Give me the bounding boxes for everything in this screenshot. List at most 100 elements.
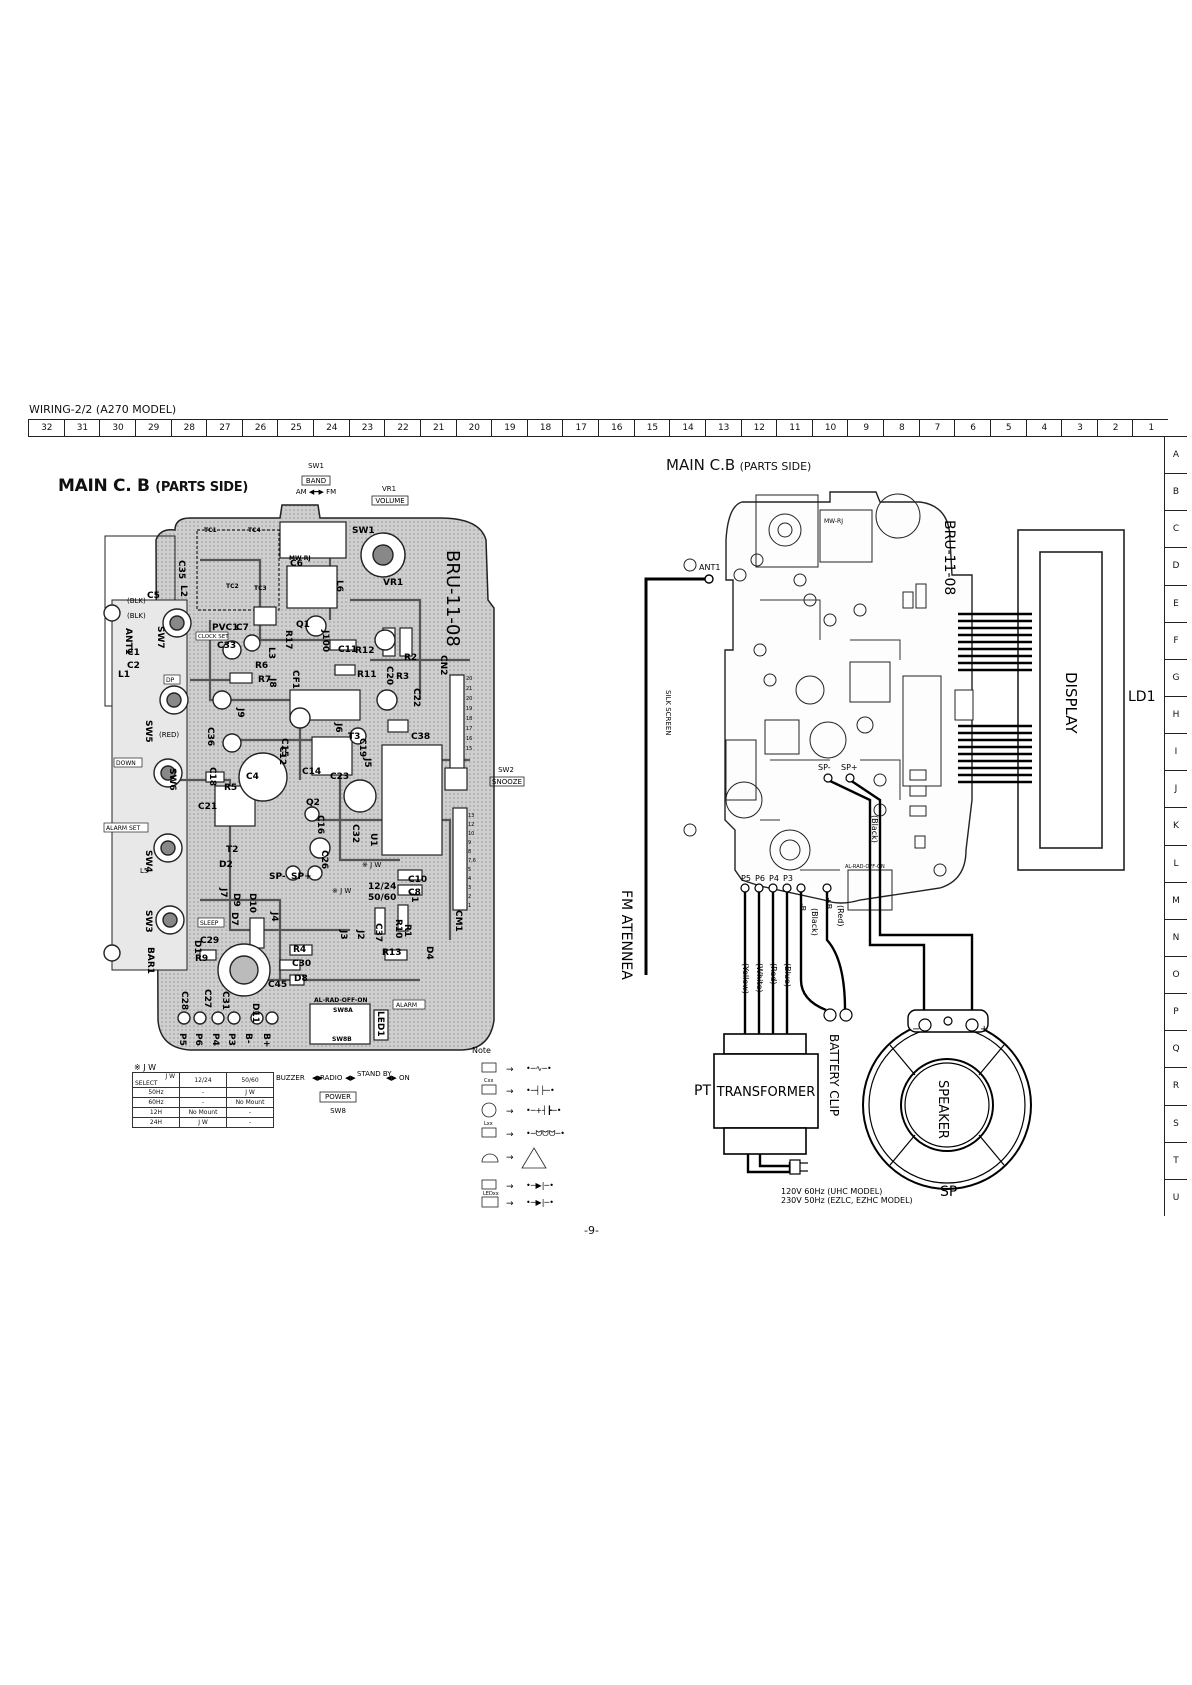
component-label: TC2 [226,583,239,590]
cm1-pin: 12 [468,822,474,828]
row-ruler-cell: I [1165,733,1187,771]
column-ruler-cell: 11 [776,420,813,436]
component-label: R12 [355,646,374,656]
column-ruler-cell: 1 [1132,420,1169,436]
legend-diode-box [481,1179,497,1190]
component-label: D9 [231,893,241,907]
table-cell: J W [179,1117,227,1128]
column-ruler-cell: 31 [63,420,101,436]
component-label: 12/24 [368,882,396,892]
battery-wire-black [799,892,827,1012]
alarm-set-label: ALARM SET [106,825,141,832]
column-ruler-cell: 20 [455,420,493,436]
resistor-icon: •─∿─• [526,1064,552,1073]
clock-set-box [195,631,229,641]
row-ruler-cell: G [1165,658,1187,697]
table-row: 24H J W - [132,1117,274,1128]
cm1-pin: 9 [468,840,471,846]
column-ruler-cell: 12 [740,420,778,436]
column-ruler-cell: 3 [1061,420,1098,436]
ld1-label: LD1 [1128,689,1156,705]
row-ruler-cell: U [1165,1178,1187,1217]
sw2-box [489,776,525,787]
row-ruler-cell: H [1165,696,1187,734]
right-pcb-traces [760,599,901,871]
component-label: J8 [267,677,277,688]
dp-label: DP [166,677,175,684]
arrow-icon: → [506,1182,514,1192]
row-ruler-cell: F [1165,621,1187,660]
sp-plus-label: SP+ [841,763,858,772]
wire-red-label-2: (Red) [836,905,845,926]
row-ruler-cell: K [1165,807,1187,845]
cm1-pin: 7,6 [468,858,476,864]
row-ruler-cell: R [1165,1067,1187,1105]
component-label: L1 [118,670,130,680]
component-label: AL-RAD-OFF-ON [314,997,368,1004]
component-label: D10 [247,893,257,913]
column-ruler-cell: 7 [918,420,956,436]
row-ruler-cell: B [1165,473,1187,511]
table-cell: 50Hz [132,1087,180,1098]
cm1-pin: 5 [468,867,471,873]
component-label: C2 [127,661,140,671]
power-box [319,1091,357,1103]
wire-red-label: (Red) [769,963,778,984]
component-label: C16 [315,815,325,834]
pin-p5: P5 [741,874,751,883]
component-label: C11 [338,645,357,655]
right-board-title: MAIN C.B (PARTS SIDE) [666,456,811,474]
wire-black-label-2: (Black) [870,815,879,843]
down-label: DOWN [116,760,136,767]
electrolytic-capacitor-icon: •─+┤┣─• [526,1105,561,1115]
component-label: R13 [382,948,401,958]
left-side-labels: (BLK) (BLK) CLOCK SET DP (RED) DOWN ALAR… [103,597,426,1010]
left-board-title-main: MAIN C. B [58,476,150,496]
component-label: D1 [192,940,202,954]
component-label: SW1 [352,526,375,536]
power-pos-standby: STAND BY [357,1070,392,1078]
component-label: C1 [127,648,140,658]
component-label: C38 [411,732,430,742]
cn2-pin: 16 [466,736,472,742]
cm1-pin: 13 [468,813,474,819]
column-ruler-cell: 32 [28,420,65,436]
component-label: C28 [179,991,189,1010]
led-icon: •─▶|─• [526,1198,554,1207]
left-board-code: BRU-11-08 [442,550,463,647]
component-label: J6 [333,722,343,733]
component-label: C5 [147,591,160,601]
row-ruler-cell: O [1165,956,1187,994]
cm1-pin: 3 [468,885,471,891]
pcb-traces [180,540,470,982]
component-label: P5 [177,1033,187,1046]
table-row: 50Hz - J W [132,1087,274,1098]
cm1-pin: 4 [468,876,471,882]
component-label: TC4 [248,527,261,534]
table-cell: - [179,1097,227,1108]
arrow-icon: → [506,1107,514,1117]
component-label: CF1 [290,670,300,689]
component-label: LED1 [375,1011,385,1037]
component-label: R9 [195,954,208,964]
wire-black-label-1: (Black) [810,908,819,936]
table-header: 12/24 [179,1072,227,1088]
component-label: J5 [362,757,372,768]
battery-terminal-negative [823,1008,837,1022]
speaker: − + SPEAKER [862,1009,1032,1190]
component-label: D8 [294,974,308,984]
cn2-pin: 19 [466,706,472,712]
display-ribbon-top [958,612,1032,672]
component-label: SP- [269,872,286,882]
component-label: R11 [357,670,376,680]
column-ruler-cell: 15 [633,420,671,436]
arrow-icon: → [506,1065,514,1075]
table-cell: No Mount [179,1107,227,1118]
component-label: C23 [330,772,349,782]
component-label: J2 [355,929,365,940]
component-label: J9 [235,707,245,718]
alarm-label: ALARM [396,1002,417,1009]
table-row: 60Hz - No Mount [132,1097,274,1108]
cn2-pin: 20 [466,696,472,702]
